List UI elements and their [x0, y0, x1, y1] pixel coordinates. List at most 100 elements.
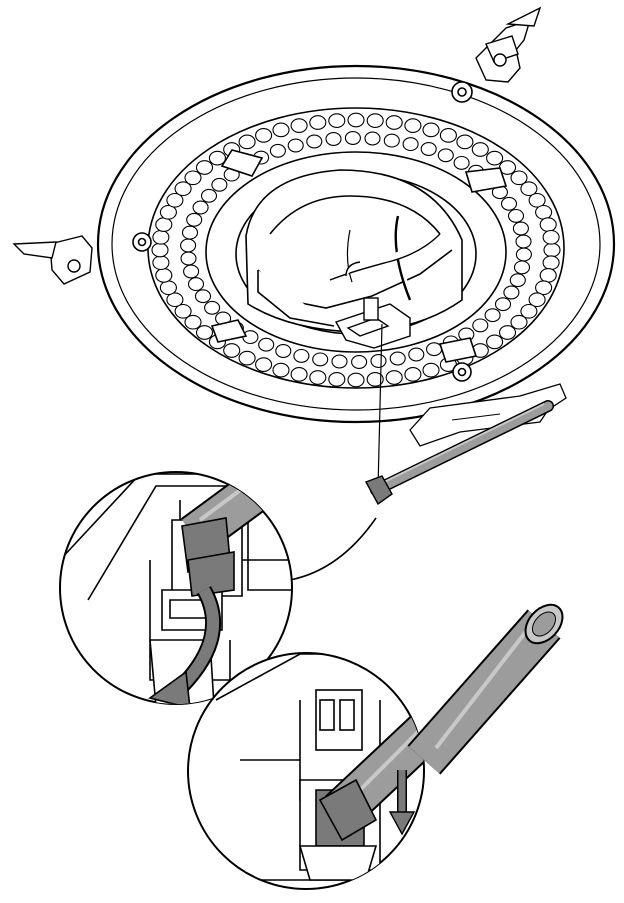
vent-hole — [351, 355, 368, 369]
vent-hole — [494, 297, 512, 312]
vent-hole — [542, 229, 560, 245]
vent-hole — [238, 350, 256, 366]
vent-hole — [500, 196, 518, 211]
vent-hole — [370, 354, 387, 368]
vent-hole — [258, 337, 275, 352]
vent-hole — [503, 285, 520, 300]
vent-hole — [166, 292, 184, 308]
vent-hole — [471, 142, 489, 157]
vent-hole — [389, 351, 406, 366]
vent-hole — [290, 118, 308, 133]
vent-hole — [328, 113, 346, 128]
vent-hole — [486, 334, 504, 350]
detail-callout-insert — [187, 603, 564, 890]
vent-hole — [486, 150, 504, 166]
ring-clip-top-right — [464, 167, 508, 193]
vent-hole — [498, 325, 517, 340]
vent-hole — [331, 354, 348, 369]
vent-hole — [184, 170, 202, 186]
vent-hole — [520, 181, 538, 197]
vent-hole — [528, 292, 546, 308]
hose-tube-small — [364, 400, 554, 506]
vent-hole — [155, 268, 173, 283]
vent-hole — [344, 131, 361, 145]
vent-hole — [456, 134, 474, 150]
vent-hole — [272, 362, 290, 378]
vent-hole — [155, 217, 173, 232]
vent-hole — [426, 342, 443, 357]
screw-left — [132, 232, 152, 252]
vent-hole — [507, 208, 525, 223]
vent-hole — [204, 300, 221, 315]
ring-clip-bottom-left — [210, 319, 248, 343]
vent-hole — [166, 192, 184, 208]
vent-hole — [402, 137, 419, 152]
ceiling-plate — [12, 6, 616, 447]
vent-hole — [366, 113, 384, 128]
vent-hole — [439, 128, 457, 143]
vent-hole — [174, 181, 192, 197]
vent-hole — [325, 132, 342, 146]
vent-hole — [383, 133, 400, 148]
vent-hole — [181, 225, 199, 240]
vent-hole — [195, 325, 214, 340]
vent-hole — [510, 314, 528, 330]
vent-hole — [159, 280, 177, 296]
screw-top — [451, 81, 473, 103]
latch-top-right — [475, 6, 542, 83]
vent-hole — [269, 143, 286, 158]
vent-hole — [272, 122, 290, 138]
vent-hole — [385, 115, 403, 130]
vent-hole — [151, 242, 169, 258]
vent-hole — [484, 308, 501, 323]
push-down-arrow — [388, 770, 416, 836]
vent-hole — [180, 238, 197, 253]
vent-hole — [515, 234, 532, 249]
vent-hole — [287, 138, 304, 153]
vent-hole — [437, 148, 454, 163]
vent-hole — [183, 264, 200, 279]
vent-hole-ring — [151, 112, 561, 388]
vent-hole — [152, 229, 170, 245]
vent-hole — [512, 221, 529, 236]
vent-hole — [306, 134, 323, 149]
vent-hole — [223, 343, 241, 358]
vent-hole — [347, 112, 365, 128]
vent-hole — [422, 362, 440, 378]
hose-end-b — [318, 653, 424, 842]
screw-bottom-right — [452, 362, 472, 382]
vent-hole — [152, 255, 170, 271]
vent-hole — [328, 372, 346, 387]
vent-hole — [186, 212, 203, 227]
vent-hole — [535, 204, 553, 220]
vent-hole — [404, 118, 422, 133]
ring-clip-bottom-right — [438, 337, 478, 363]
vent-hole — [187, 277, 205, 292]
vent-hole — [293, 348, 310, 363]
vent-hole — [238, 134, 256, 150]
vent-hole — [275, 344, 292, 358]
vent-hole — [535, 280, 553, 296]
vent-hole — [520, 303, 538, 319]
vent-hole — [312, 352, 329, 367]
vent-hole — [200, 188, 218, 203]
vent-hole — [408, 347, 425, 362]
vent-hole — [542, 255, 560, 271]
vent-hole — [366, 372, 384, 387]
vent-hole — [255, 128, 273, 143]
vent-hole — [539, 268, 557, 283]
latch-left — [12, 235, 93, 285]
leader-line — [377, 323, 383, 489]
vent-hole — [184, 314, 202, 330]
vent-hole — [192, 200, 209, 215]
rotate-arrow — [148, 586, 222, 704]
vent-hole — [422, 122, 440, 138]
vent-hole — [420, 142, 437, 156]
vent-hole — [364, 131, 381, 146]
vent-hole — [404, 367, 422, 382]
mounting-bracket-bottom — [409, 383, 567, 447]
vent-hole — [510, 170, 528, 186]
vent-hole — [472, 318, 489, 333]
